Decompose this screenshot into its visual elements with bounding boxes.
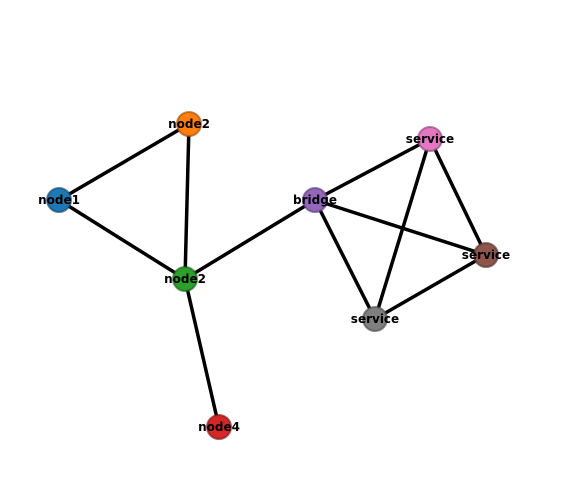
graph-node[interactable]: node2 <box>168 111 210 137</box>
edge-n5-n6 <box>313 137 432 202</box>
edge-layer <box>57 122 488 429</box>
graph-node[interactable]: service <box>462 242 510 268</box>
edge-n5-n7 <box>313 198 488 257</box>
node-label: node2 <box>168 117 210 131</box>
edge-n1-n3 <box>183 122 191 281</box>
node-outline <box>46 187 72 213</box>
node-outline <box>417 126 443 152</box>
graph-node[interactable]: service <box>351 306 399 332</box>
node-label: bridge <box>293 193 337 207</box>
node-circle[interactable] <box>473 242 499 268</box>
node-outline <box>473 242 499 268</box>
graph-node[interactable]: node4 <box>198 414 240 440</box>
edge-n2-n3 <box>57 198 187 281</box>
node-label: node2 <box>164 272 206 286</box>
node-circle[interactable] <box>206 414 232 440</box>
edge-n6-n7 <box>428 137 488 257</box>
node-circle[interactable] <box>176 111 202 137</box>
node-outline <box>302 187 328 213</box>
edge-n3-n4 <box>183 277 221 429</box>
graph-node[interactable]: node2 <box>164 266 206 292</box>
edge-n7-n8 <box>373 253 488 321</box>
graph-node[interactable]: node1 <box>38 187 80 213</box>
node-outline <box>172 266 198 292</box>
node-label: service <box>351 312 399 326</box>
node-label: service <box>406 132 454 146</box>
node-layer: node2 node1 node2 node4 bridge service service… <box>38 111 510 440</box>
node-outline <box>206 414 232 440</box>
node-label: service <box>462 248 510 262</box>
edge-n6-n8 <box>373 137 432 321</box>
graph-node[interactable]: service <box>406 126 454 152</box>
node-circle[interactable] <box>172 266 198 292</box>
graph-node[interactable]: bridge <box>293 187 337 213</box>
node-outline <box>176 111 202 137</box>
node-circle[interactable] <box>302 187 328 213</box>
node-outline <box>362 306 388 332</box>
node-label: node1 <box>38 193 80 207</box>
node-circle[interactable] <box>46 187 72 213</box>
edge-n3-n5 <box>183 198 317 281</box>
edge-n1-n2 <box>57 122 191 202</box>
node-circle[interactable] <box>362 306 388 332</box>
node-circle[interactable] <box>417 126 443 152</box>
edge-n5-n8 <box>313 198 377 321</box>
node-label: node4 <box>198 420 240 434</box>
